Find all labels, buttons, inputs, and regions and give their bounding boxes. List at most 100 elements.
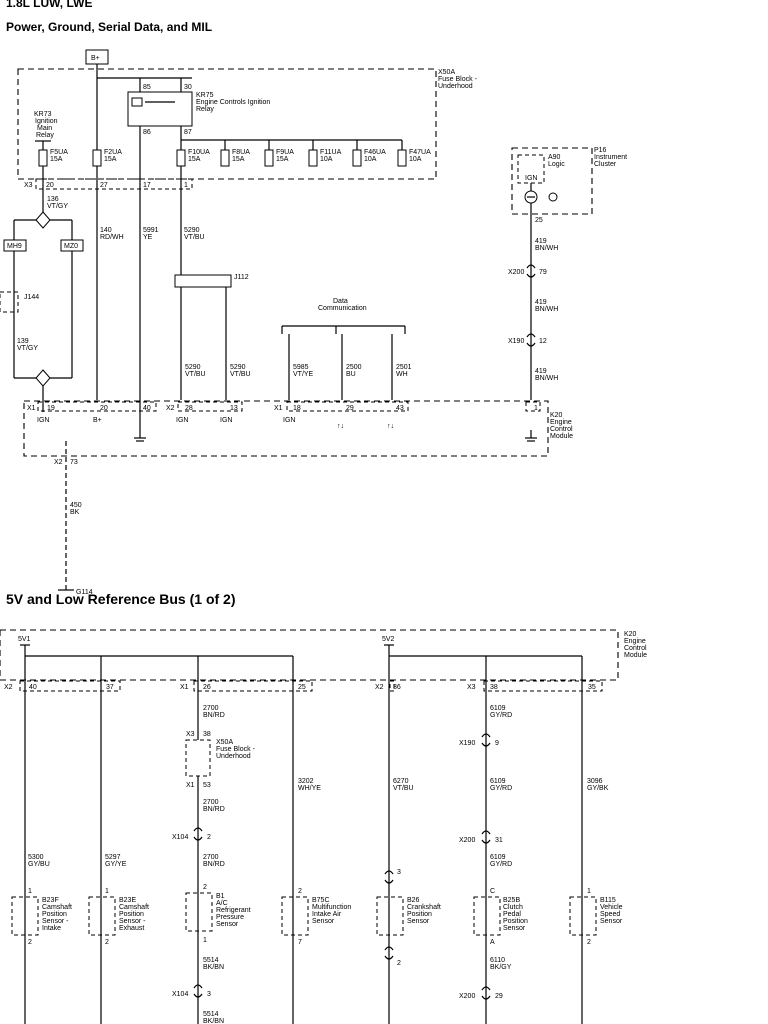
svg-text:18: 18 bbox=[293, 405, 301, 412]
svg-text:1: 1 bbox=[534, 405, 538, 412]
svg-text:10A: 10A bbox=[320, 156, 333, 163]
svg-text:BN/RD: BN/RD bbox=[203, 806, 225, 813]
circuit-419-a: 419 bbox=[535, 238, 547, 245]
section-title-power: Power, Ground, Serial Data, and MIL bbox=[6, 20, 213, 34]
svg-text:Module: Module bbox=[550, 433, 573, 440]
svg-text:25: 25 bbox=[298, 684, 306, 691]
bidirectional-arrow-icon: ↑↓ bbox=[337, 423, 344, 430]
svg-text:BN/RD: BN/RD bbox=[203, 861, 225, 868]
circuit-3202: 3202 bbox=[298, 778, 314, 785]
circuit-140: 140 bbox=[100, 227, 112, 234]
circuit-2700-c: 2700 bbox=[203, 854, 219, 861]
circuit-5290-a: 5290 bbox=[184, 227, 200, 234]
svg-text:Cluster: Cluster bbox=[594, 161, 617, 168]
fuse-f8ua: F8UA bbox=[232, 149, 250, 156]
svg-text:B23E: B23E bbox=[119, 897, 136, 904]
svg-text:19: 19 bbox=[47, 405, 55, 412]
kr73-label-1: Ignition bbox=[35, 118, 58, 125]
circuit-5290-c: 5290 bbox=[230, 364, 246, 371]
svg-text:X104: X104 bbox=[172, 991, 188, 998]
circuit-6270: 6270 bbox=[393, 778, 409, 785]
svg-text:BK: BK bbox=[70, 509, 80, 516]
svg-text:9: 9 bbox=[495, 740, 499, 747]
svg-text:Sensor: Sensor bbox=[407, 918, 430, 925]
svg-text:X2: X2 bbox=[4, 684, 13, 691]
fuse-f10ua: F10UA bbox=[188, 149, 210, 156]
sensor-b23e bbox=[88, 896, 116, 936]
svg-text:IGN: IGN bbox=[283, 417, 295, 424]
svg-text:B115: B115 bbox=[600, 897, 616, 904]
mh9-option bbox=[3, 239, 27, 252]
x50a-label-2: Underhood bbox=[438, 83, 473, 90]
svg-text:Camshaft: Camshaft bbox=[119, 904, 149, 911]
svg-text:Intake: Intake bbox=[42, 925, 61, 932]
data-comm-label-0: Data bbox=[333, 298, 348, 305]
svg-text:X190: X190 bbox=[459, 740, 475, 747]
kr75-label-2: Relay bbox=[196, 106, 214, 113]
svg-text:2: 2 bbox=[207, 834, 211, 841]
kr75-label-1: Engine Controls Ignition bbox=[196, 99, 270, 106]
svg-text:Pedal: Pedal bbox=[503, 911, 521, 918]
svg-text:Sensor: Sensor bbox=[216, 921, 239, 928]
svg-text:36: 36 bbox=[393, 684, 401, 691]
svg-text:27: 27 bbox=[100, 182, 108, 189]
circuit-450: 450 bbox=[70, 502, 82, 509]
relay-pin-87: 87 bbox=[184, 129, 192, 136]
fuse-f47ua: F47UA bbox=[409, 149, 431, 156]
svg-text:B1: B1 bbox=[216, 893, 225, 900]
svg-text:Crankshaft: Crankshaft bbox=[407, 904, 441, 911]
svg-text:37: 37 bbox=[106, 684, 114, 691]
x50a-fuse-block bbox=[17, 68, 437, 180]
svg-text:X1: X1 bbox=[27, 405, 36, 412]
splice-diamond-bottom bbox=[35, 369, 51, 387]
svg-text:1: 1 bbox=[587, 888, 591, 895]
svg-text:GY/RD: GY/RD bbox=[490, 712, 512, 719]
circuit-3096: 3096 bbox=[587, 778, 603, 785]
bidirectional-arrow-icon-2: ↑↓ bbox=[387, 423, 394, 430]
svg-text:2: 2 bbox=[203, 884, 207, 891]
circuit-5514-a: 5514 bbox=[203, 957, 219, 964]
svg-text:B25B: B25B bbox=[503, 897, 520, 904]
svg-text:Pressure: Pressure bbox=[216, 914, 244, 921]
circuit-2501: 2501 bbox=[396, 364, 412, 371]
svg-text:VT/GY: VT/GY bbox=[47, 203, 68, 210]
svg-text:10A: 10A bbox=[364, 156, 377, 163]
svg-text:VT/BU: VT/BU bbox=[185, 371, 206, 378]
relay-pin-85: 85 bbox=[143, 84, 151, 91]
svg-text:IGN: IGN bbox=[176, 417, 188, 424]
x50a-label-1: Fuse Block - bbox=[438, 76, 478, 83]
section-title-5v-bus: 5V and Low Reference Bus (1 of 2) bbox=[6, 591, 236, 607]
svg-text:Control: Control bbox=[550, 426, 573, 433]
kr75-relay bbox=[127, 91, 193, 127]
svg-text:15A: 15A bbox=[232, 156, 245, 163]
svg-text:VT/GY: VT/GY bbox=[17, 345, 38, 352]
svg-text:2: 2 bbox=[28, 939, 32, 946]
svg-text:29: 29 bbox=[346, 405, 354, 412]
sensor-b115 bbox=[569, 896, 597, 936]
svg-text:BN/WH: BN/WH bbox=[535, 245, 558, 252]
svg-text:X50A: X50A bbox=[216, 739, 233, 746]
circuit-6109-b: 6109 bbox=[490, 778, 506, 785]
svg-text:29: 29 bbox=[495, 993, 503, 1000]
svg-text:40: 40 bbox=[29, 684, 37, 691]
x50a-label-0: X50A bbox=[438, 69, 455, 76]
sensor-row: 1 2 B23F Camshaft Position Sensor - Inta… bbox=[11, 869, 623, 967]
x190-label: X190 bbox=[508, 338, 524, 345]
svg-text:Logic: Logic bbox=[548, 161, 565, 168]
svg-text:B23F: B23F bbox=[42, 897, 59, 904]
svg-text:GY/RD: GY/RD bbox=[490, 785, 512, 792]
svg-text:Control: Control bbox=[624, 645, 647, 652]
svg-text:15A: 15A bbox=[50, 156, 63, 163]
relay-pin-30: 30 bbox=[184, 84, 192, 91]
svg-text:13: 13 bbox=[230, 405, 238, 412]
svg-text:VT/BU: VT/BU bbox=[230, 371, 251, 378]
circuit-5991: 5991 bbox=[143, 227, 159, 234]
splice-diamond-top bbox=[35, 211, 51, 229]
svg-text:IGN: IGN bbox=[525, 175, 537, 182]
svg-text:Exhaust: Exhaust bbox=[119, 925, 144, 932]
svg-text:X200: X200 bbox=[459, 837, 475, 844]
svg-text:Vehicle: Vehicle bbox=[600, 904, 623, 911]
svg-text:WH: WH bbox=[396, 371, 408, 378]
svg-text:79: 79 bbox=[539, 269, 547, 276]
svg-text:Position: Position bbox=[503, 918, 528, 925]
